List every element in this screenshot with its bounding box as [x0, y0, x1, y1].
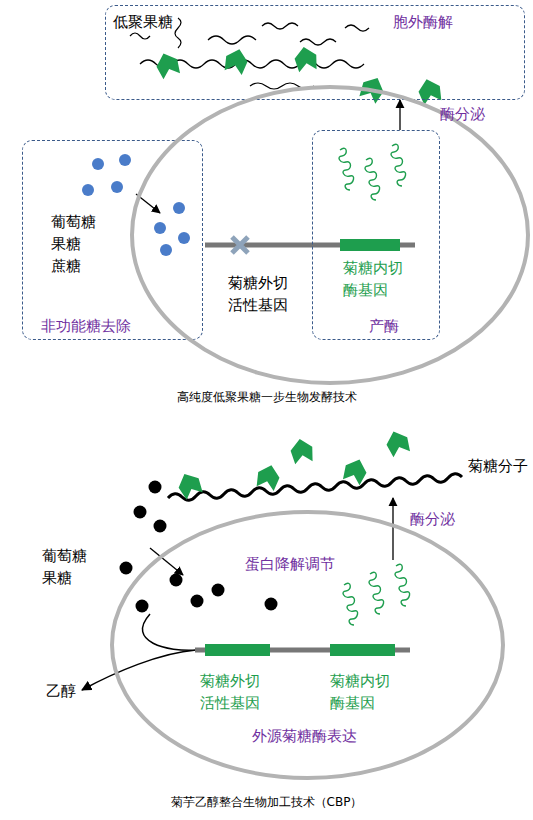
inulin-chain	[168, 474, 462, 501]
label-text: 菊糖分子	[468, 455, 528, 477]
dashed-group-box: 菊糖内切 酶基因产酶	[312, 130, 440, 340]
sugar-dot	[119, 154, 131, 166]
secretion-arrow	[392, 498, 393, 560]
cell-membrane	[132, 87, 528, 383]
node-text: 外源菊糖酶表达	[252, 725, 357, 747]
sugar-dot	[136, 600, 149, 613]
sugar-chain	[300, 39, 336, 45]
enzyme	[174, 469, 204, 500]
sugar-dot	[178, 232, 190, 244]
label-text: 乙醇	[46, 680, 76, 702]
protein-helix	[343, 583, 358, 625]
sugar-dot	[160, 244, 172, 256]
sugar-dot	[92, 158, 104, 170]
sugar-chain	[130, 33, 150, 39]
cell-ellipse: 蛋白降解调节菊糖外切 活性基因 菊糖内切 酶基因外源菊糖酶表达	[110, 510, 505, 780]
gene-block	[330, 644, 395, 656]
node-text: 蛋白降解调节	[245, 553, 335, 575]
node-text: 葡萄糖 果糖 蔗糖	[51, 211, 98, 277]
knockout-mark	[232, 237, 248, 253]
label-text: 酶分泌	[410, 508, 455, 530]
sugar-chain	[208, 36, 256, 44]
protein-helix	[391, 144, 406, 186]
sugar-dots	[120, 481, 278, 613]
enzyme	[341, 456, 370, 486]
sugar-dot	[134, 506, 147, 519]
protein-helix	[369, 572, 384, 614]
edge-label: 酶分泌	[440, 103, 485, 125]
node-text: 菊糖外切 活性基因	[228, 272, 292, 316]
caption-text: 高纯度低聚果糖一步生物发酵技术	[0, 388, 533, 406]
sugar-dot	[212, 584, 225, 597]
node-text: 菊糖内切 酶基因	[343, 257, 407, 301]
sugar-dot	[170, 574, 183, 587]
label-text: 葡萄糖 果糖	[42, 545, 89, 589]
sugar-chain	[262, 23, 298, 29]
dashed-group-box: 葡萄糖 果糖 蔗糖非功能糖去除	[22, 140, 203, 340]
node-text: 非功能糖去除	[41, 315, 131, 337]
sugar-dot	[82, 184, 94, 196]
sugar-dot	[111, 181, 123, 193]
node-text: 胞外酶解	[393, 11, 453, 33]
sugar-dot	[173, 202, 185, 214]
enzyme	[223, 46, 251, 75]
sugar-dot	[154, 520, 167, 533]
protein-helix	[395, 564, 410, 606]
ethanol-arrow	[82, 614, 196, 690]
sugar-dot	[154, 222, 166, 234]
node-text: 产酶	[369, 315, 399, 337]
caption-text: 菊芋乙醇整合生物加工技术（CBP）	[0, 793, 533, 811]
sugar-chain	[345, 25, 369, 31]
sugar-dot	[149, 481, 162, 494]
node-text: 低聚果糖	[113, 11, 173, 33]
protein-helix	[365, 158, 380, 200]
enzyme	[293, 45, 319, 73]
enzyme	[153, 50, 182, 80]
sugar-dot	[191, 595, 204, 608]
enzyme	[383, 428, 412, 458]
node-text: 菊糖内切 酶基因	[330, 670, 394, 714]
sugar-dot	[120, 562, 133, 575]
enzyme	[255, 462, 283, 491]
protein-helix	[339, 148, 354, 190]
cell-membrane	[112, 512, 503, 778]
gene-block	[340, 239, 400, 251]
cell-ellipse: 菊糖外切 活性基因菊糖内切 酶基因产酶	[130, 85, 530, 385]
enzyme	[289, 437, 315, 465]
gene-block	[205, 644, 270, 656]
sugar-dot	[265, 598, 278, 611]
secretion-arrow	[399, 100, 400, 130]
node-text: 菊糖外切 活性基因	[200, 670, 264, 714]
sugar-chain	[175, 18, 181, 48]
